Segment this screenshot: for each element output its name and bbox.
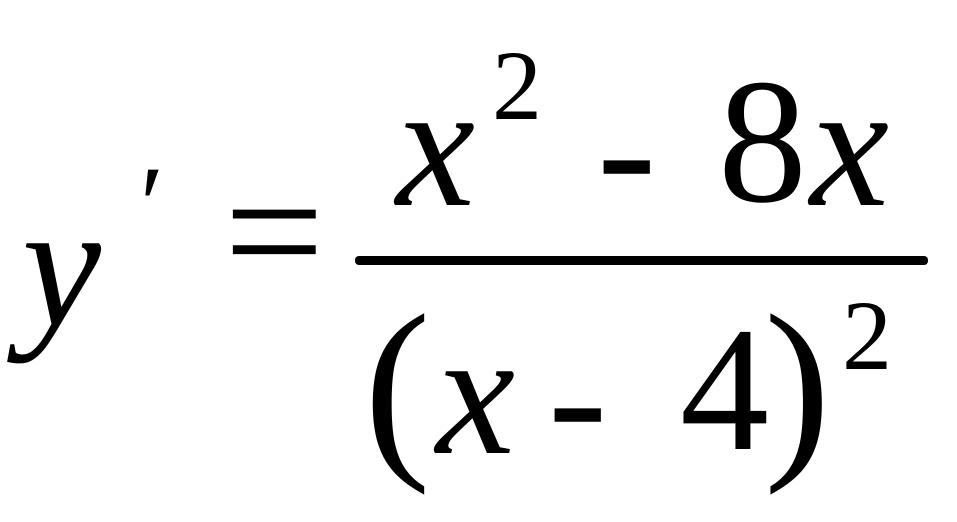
denominator-exponent: 2 <box>842 280 892 391</box>
numerator-coefficient: 8 <box>718 42 807 240</box>
denominator-constant: 4 <box>680 290 769 488</box>
denominator-minus: - <box>548 298 608 496</box>
fraction-bar <box>355 256 928 265</box>
denominator-open-paren: ( <box>364 275 431 496</box>
numerator-exponent: 2 <box>492 30 542 141</box>
equals-sign: = <box>224 132 325 330</box>
denominator-close-paren: ) <box>764 275 831 496</box>
numerator-variable-x: x <box>810 46 890 244</box>
denominator-x: x <box>436 294 516 492</box>
prime-symbol: ′ <box>140 144 165 266</box>
numerator-x: x <box>396 46 476 244</box>
lhs-variable-y: y <box>22 166 102 364</box>
numerator-minus: - <box>597 50 657 248</box>
